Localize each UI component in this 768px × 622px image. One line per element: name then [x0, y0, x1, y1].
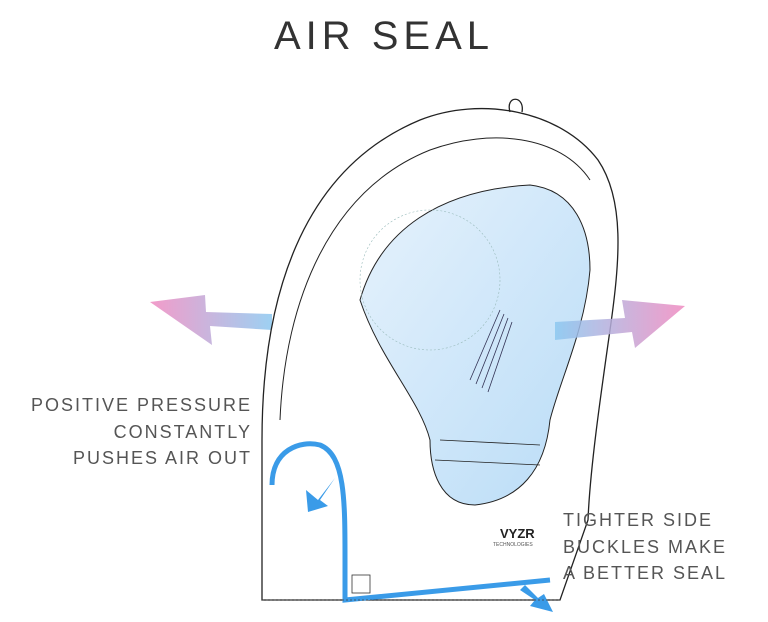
- airflow-exit-arrow: [520, 585, 553, 612]
- caption-line: BUCKLES MAKE: [563, 536, 728, 557]
- visor: [359, 184, 591, 506]
- airflow-path: [269, 441, 551, 603]
- diagram-title: AIR SEAL: [273, 14, 495, 58]
- left-airflow-arrow: [150, 295, 272, 345]
- caption-line: PUSHES AIR OUT: [72, 448, 252, 468]
- left-caption: POSITIVE PRESSURE CONSTANTLY PUSHES AIR …: [31, 392, 252, 472]
- logo-vyzr: VYZR: [500, 526, 535, 541]
- right-airflow-arrow: [555, 300, 685, 348]
- caption-line: CONSTANTLY: [113, 421, 252, 442]
- caption-line: TIGHTER SIDE: [563, 510, 714, 530]
- hood-loop: [508, 98, 523, 113]
- caption-line: POSITIVE PRESSURE: [30, 395, 252, 415]
- caption-line: A BETTER SEAL: [563, 563, 728, 583]
- right-caption: TIGHTER SIDE BUCKLES MAKE A BETTER SEAL: [563, 507, 727, 587]
- logo-technologies: TECHNOLOGIES: [493, 542, 533, 548]
- airflow-arrow-down: [306, 478, 335, 512]
